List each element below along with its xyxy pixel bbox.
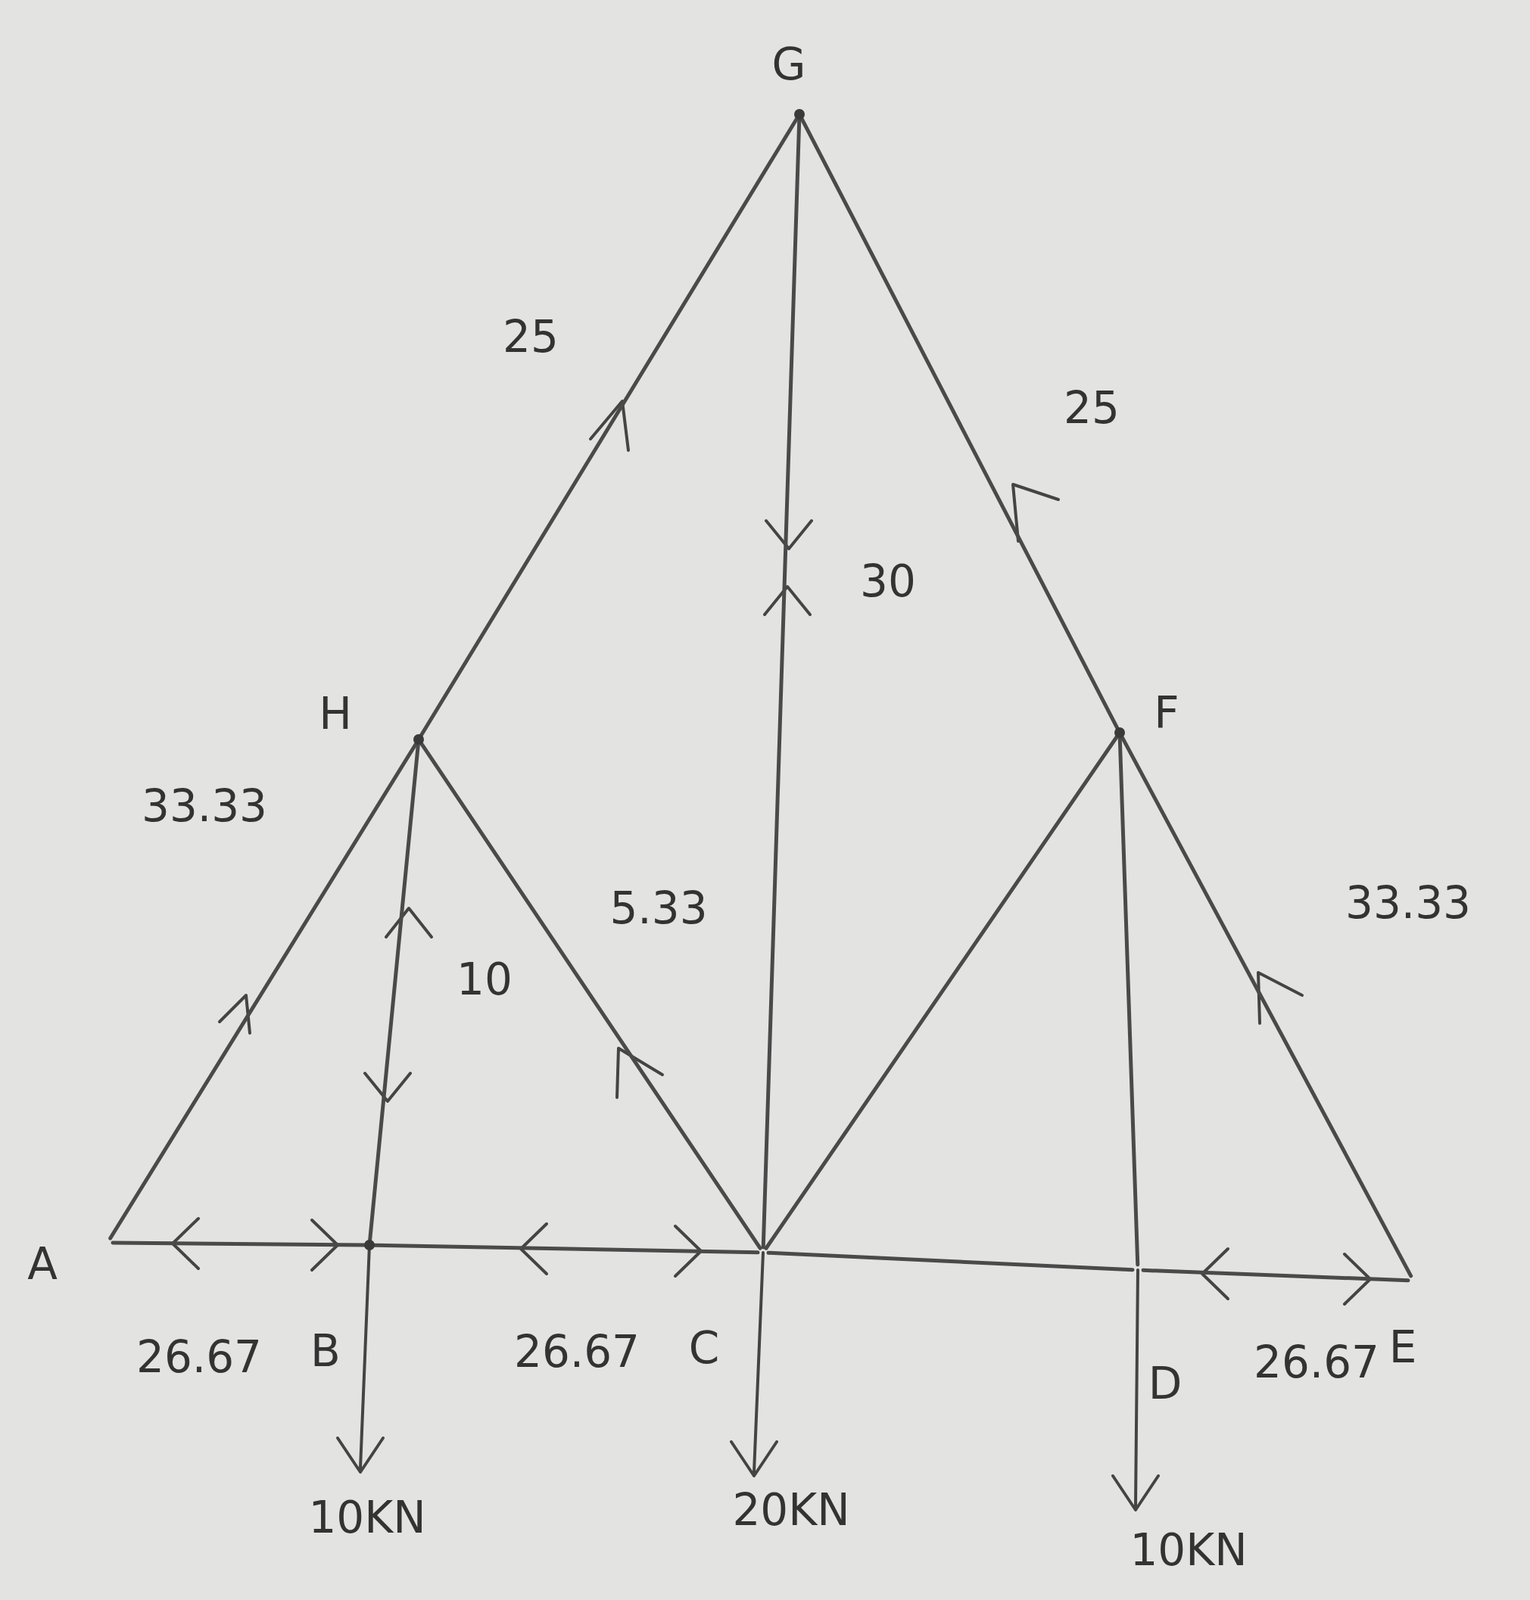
truss-member: [112, 1243, 365, 1246]
member-force: 26.67: [1250, 1339, 1383, 1387]
truss-joint: C: [757, 1247, 769, 1259]
load-arrowhead: [337, 1438, 384, 1473]
joint-letter: A: [24, 1240, 61, 1288]
force-chevron: [386, 908, 432, 938]
truss-member: [766, 737, 1117, 1249]
truss-member: [421, 118, 798, 736]
truss-member: [768, 1252, 1133, 1270]
truss-member: [370, 744, 419, 1241]
load-value: 20KN: [729, 1486, 853, 1534]
truss-member: [374, 1245, 758, 1253]
truss-member: [1121, 737, 1411, 1277]
joint-letter: C: [685, 1324, 723, 1372]
truss-member: [1143, 1270, 1409, 1281]
truss-joint: F: [1114, 727, 1125, 739]
load-arrowhead: [731, 1442, 777, 1477]
force-chevron: [219, 995, 250, 1034]
truss-member: [763, 119, 800, 1248]
member-force: 33.33: [138, 782, 271, 830]
member-force: 33.33: [1342, 879, 1474, 927]
member-force: 30: [856, 557, 920, 605]
truss-joint: B: [364, 1240, 375, 1251]
member-force: 26.67: [133, 1333, 265, 1381]
load-value: 10KN: [305, 1494, 429, 1542]
member-force: 25: [1060, 384, 1123, 432]
member-force: 10: [453, 956, 516, 1004]
force-chevron: [766, 520, 812, 549]
joint-letter: F: [1150, 689, 1182, 737]
member-force: 26.67: [511, 1328, 643, 1376]
joint-letter: G: [769, 40, 810, 88]
force-chevron: [764, 586, 811, 615]
truss-member: [1119, 738, 1138, 1266]
truss-joint: D: [1132, 1265, 1144, 1276]
joint-letter: B: [307, 1327, 344, 1375]
force-chevron: [1012, 484, 1059, 542]
joint-letter: E: [1386, 1324, 1421, 1372]
member-force: 5.33: [606, 884, 711, 932]
truss-joint: H: [413, 734, 424, 745]
force-chevron: [1258, 972, 1303, 1024]
truss-joint: A: [102, 1237, 113, 1249]
truss-member: [421, 744, 761, 1249]
truss-joint: E: [1408, 1275, 1419, 1287]
truss-member: [110, 744, 417, 1239]
load-line: [360, 1245, 370, 1469]
joint-letter: D: [1145, 1360, 1186, 1408]
load-line: [754, 1252, 764, 1473]
load-arrowhead: [1112, 1476, 1159, 1511]
member-force: 25: [499, 313, 562, 361]
load-value: 10KN: [1126, 1526, 1250, 1574]
truss-joint: G: [794, 109, 805, 120]
joint-letter: H: [315, 690, 356, 738]
load-line: [1135, 1270, 1138, 1507]
